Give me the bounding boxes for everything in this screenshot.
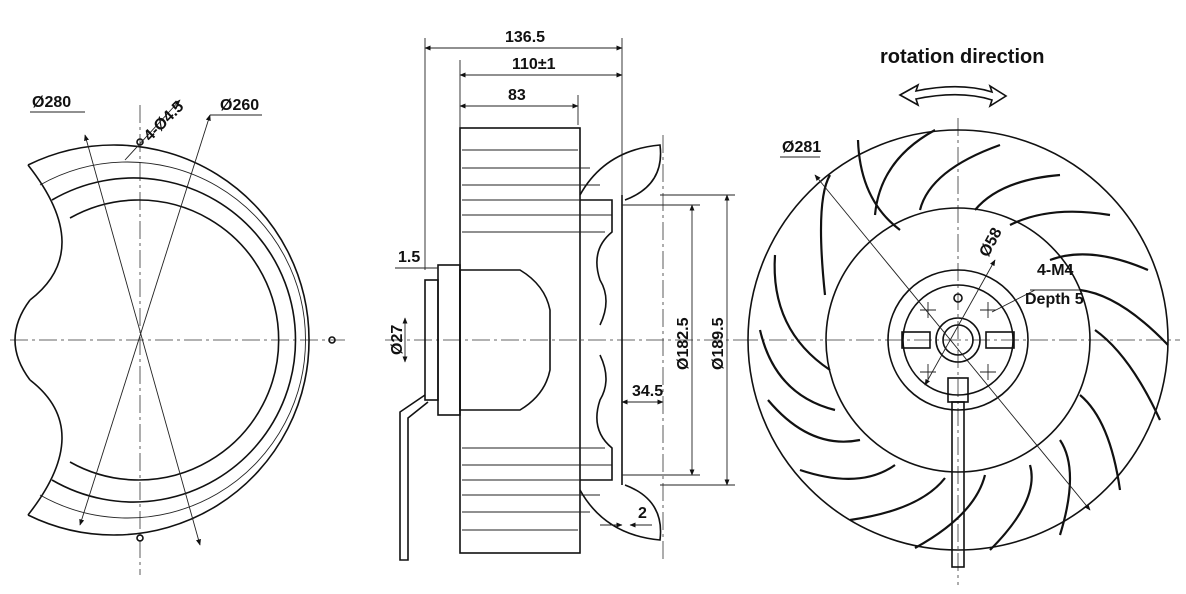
mount-hole-mark (920, 364, 936, 380)
dia-260-label: Ø260 (220, 97, 259, 114)
blade (1079, 394, 1122, 491)
blade (773, 254, 831, 371)
mount-hole-right (328, 336, 336, 344)
hub-dia-label: Ø58 (977, 225, 1006, 260)
rotation-arrow-icon (898, 83, 1008, 108)
inlet-dia-label: Ø182.5 (675, 317, 692, 370)
gap-label: 2 (638, 505, 647, 522)
blade (856, 139, 901, 231)
blade (1058, 439, 1072, 536)
blade-length-label: 83 (508, 87, 526, 104)
holes-label: 4-Ø4.5 (141, 98, 188, 145)
blade (767, 399, 861, 443)
mount-thread-label: 4-M4 (1037, 262, 1074, 279)
overall-length-label: 136.5 (505, 29, 545, 46)
inlet-curl-top (579, 144, 662, 201)
blade (1094, 329, 1161, 421)
front-view: Ø280 4-Ø4.5 Ø260 (10, 94, 345, 575)
blade-profile-upper (580, 199, 613, 326)
rear-view: rotation direction (740, 46, 1180, 585)
mount-hole-markers (920, 302, 996, 380)
cutout-lower (27, 379, 63, 516)
mount-depth-label: Depth 5 (1025, 291, 1084, 308)
dia-58-line (924, 259, 996, 386)
side-view: 136.5 110±1 83 1.5 Ø27 (385, 29, 740, 561)
rotor-length-label: 110±1 (512, 56, 556, 73)
cutout-left (14, 299, 31, 381)
ring-dia-label: Ø189.5 (710, 317, 727, 370)
motor-housing (459, 269, 551, 411)
dia-260-line (79, 114, 211, 526)
blade (974, 173, 1061, 211)
mount-hole-mark (980, 302, 996, 318)
shaft-dia-label: Ø27 (389, 325, 406, 355)
cable-gland (399, 394, 429, 561)
blade (849, 477, 946, 522)
blade (819, 174, 831, 296)
impeller-outer-circle (747, 129, 1169, 551)
blade (799, 464, 896, 480)
inlet-curl-bottom (579, 484, 662, 541)
rotation-direction-label: rotation direction (880, 46, 1044, 68)
mount-hole-mark (920, 302, 936, 318)
dia-280-label: Ø280 (32, 94, 71, 111)
blade (918, 143, 1001, 211)
blade-profile-lower (580, 354, 613, 481)
impeller-dia-label: Ø281 (782, 139, 821, 156)
blade-body (459, 127, 581, 554)
flange-thickness-label: 1.5 (398, 249, 420, 266)
holes-leader (124, 99, 181, 161)
cable (951, 401, 965, 568)
blade (1009, 210, 1111, 226)
mount-hole-mark (980, 364, 996, 380)
ring-offset-label: 34.5 (632, 383, 663, 400)
blade (989, 464, 1033, 551)
blade (914, 474, 987, 549)
motor-cap (424, 279, 439, 401)
cutout-upper (27, 164, 63, 301)
blade (1079, 288, 1169, 346)
blade (758, 329, 836, 412)
thread-leader (991, 289, 1036, 313)
